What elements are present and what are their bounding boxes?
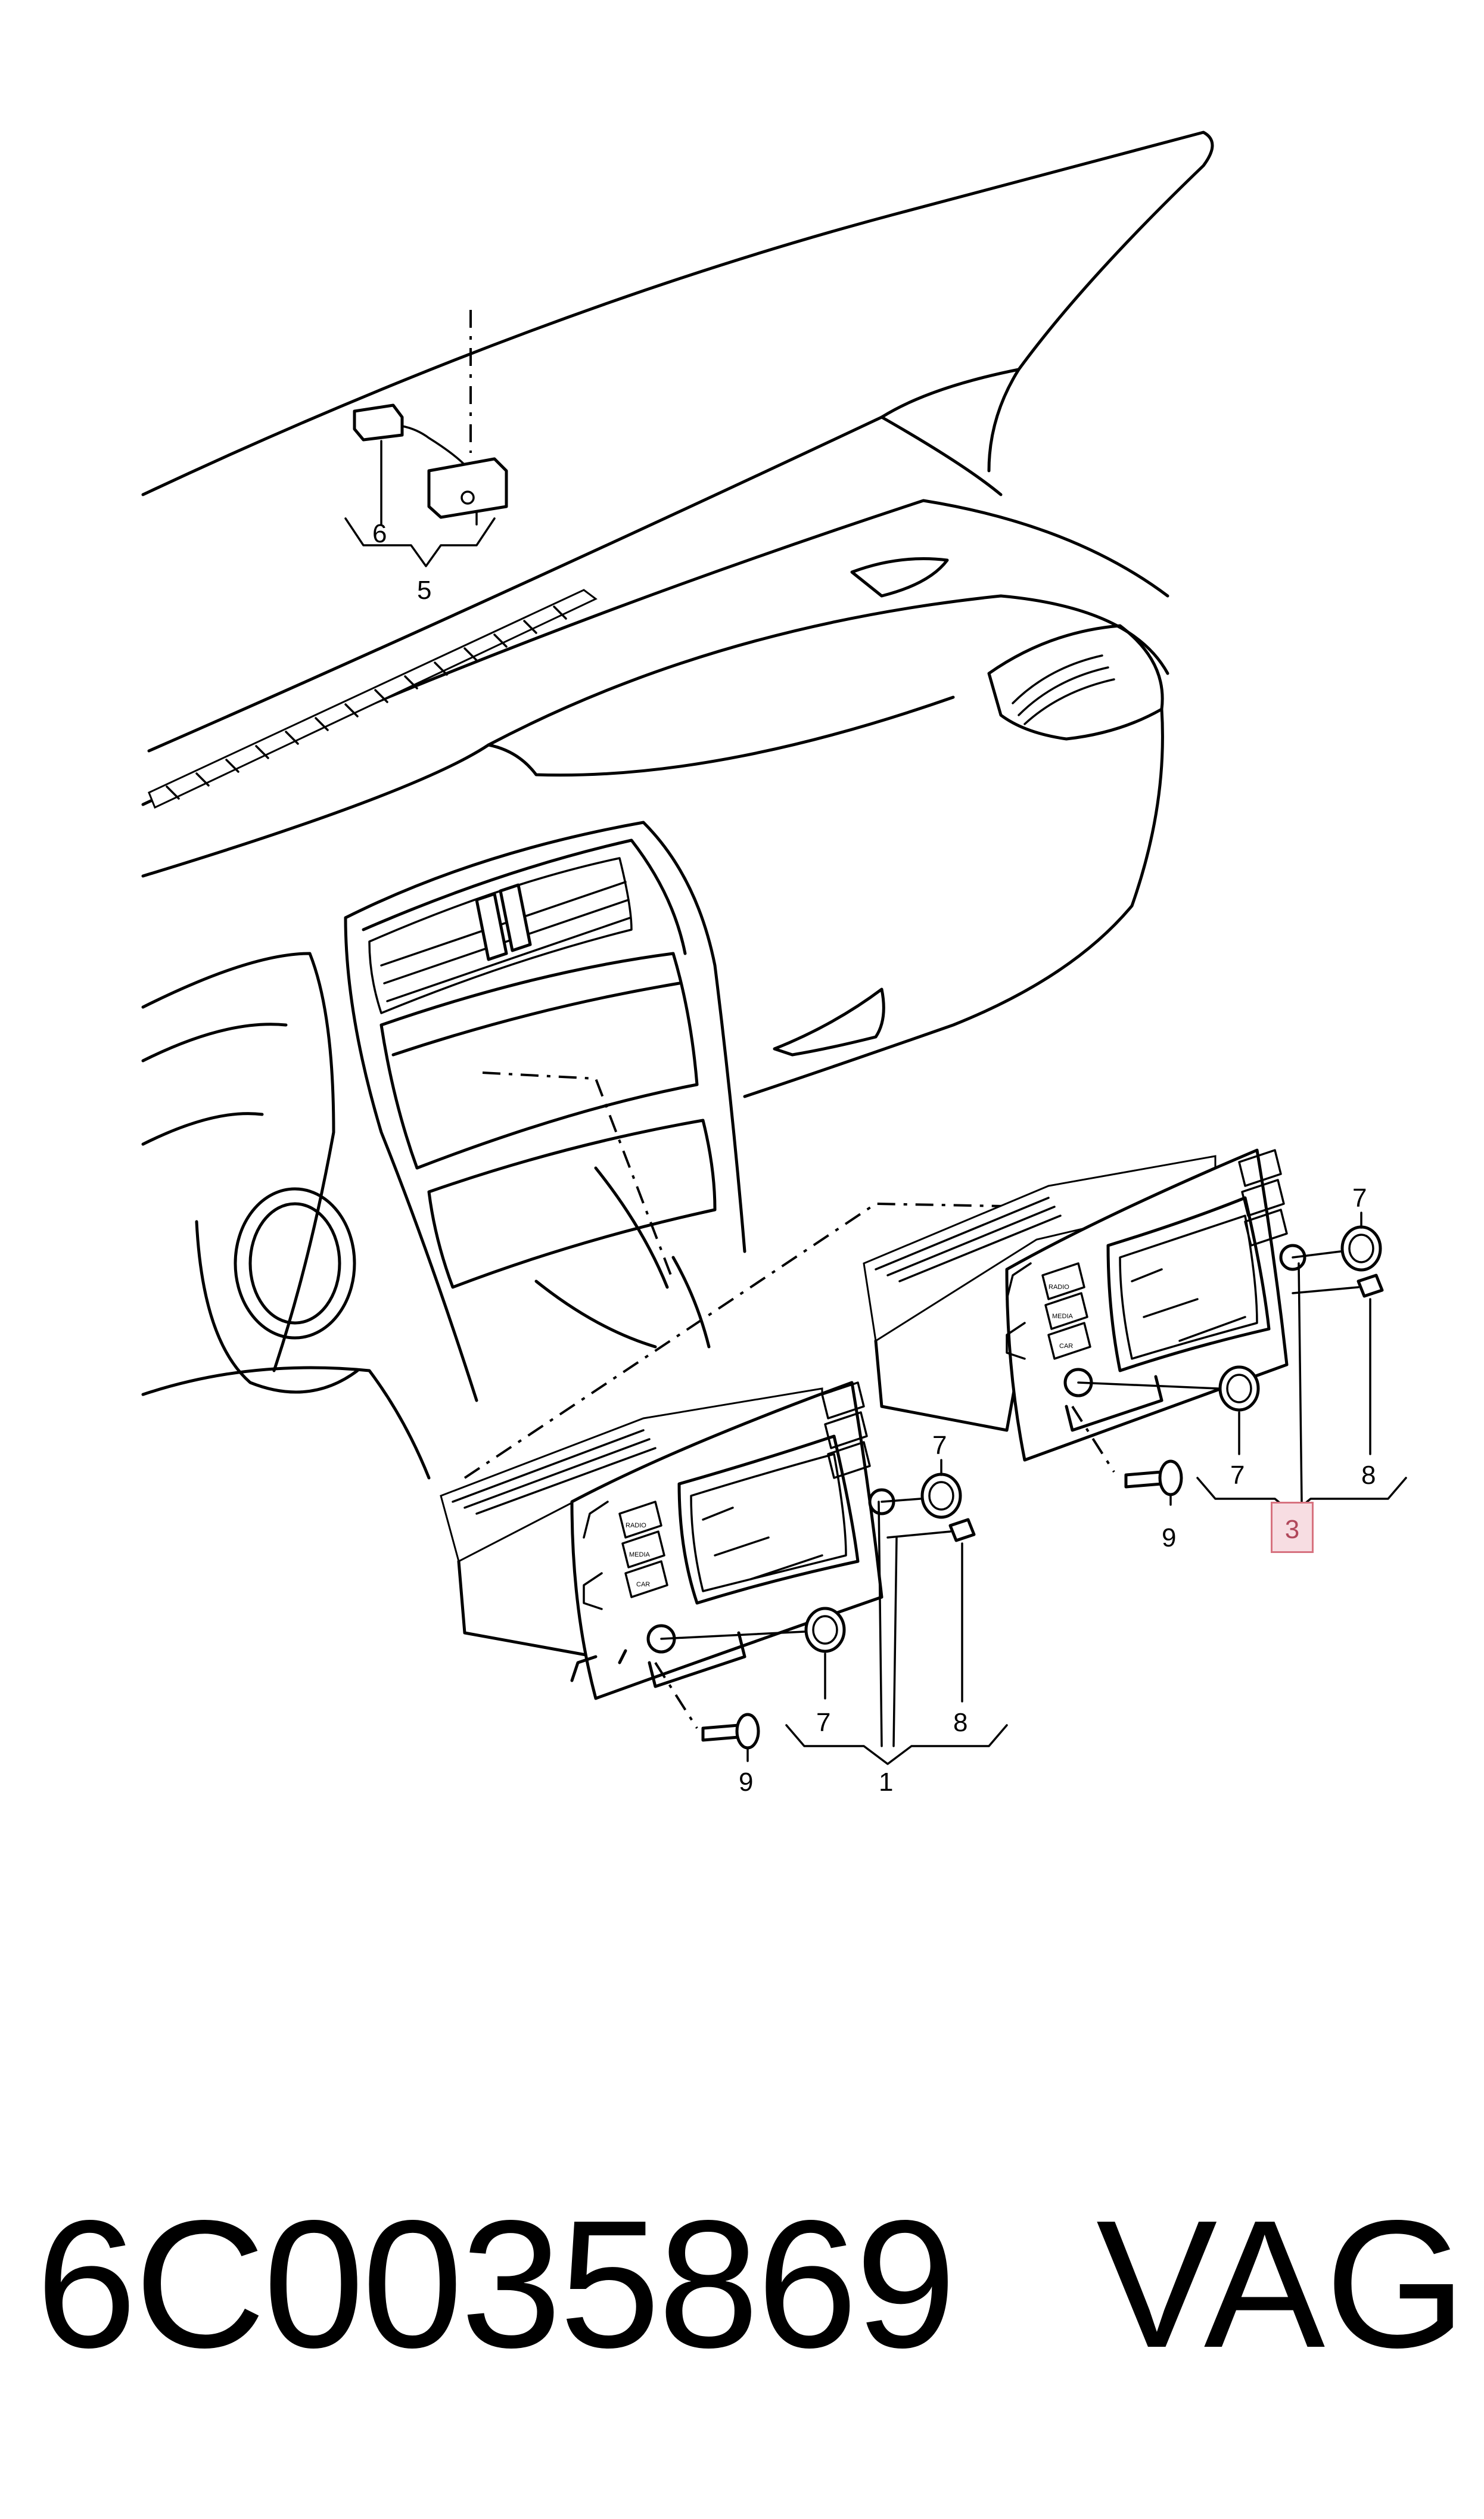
highlight-part-3[interactable]: 3 — [1271, 1502, 1314, 1553]
svg-text:RADIO: RADIO — [626, 1522, 646, 1529]
callout-9b: 9 — [1162, 1523, 1176, 1552]
knob-7b — [804, 1607, 846, 1653]
callout-7c: 7 — [1352, 1184, 1367, 1213]
connector-assembly — [344, 310, 508, 567]
svg-text:CAR: CAR — [1059, 1343, 1073, 1350]
callout-7a: 7 — [932, 1431, 947, 1460]
knob-7a — [920, 1473, 962, 1519]
brand-name: VAG — [1096, 2182, 1467, 2386]
callout-9a: 9 — [739, 1768, 753, 1797]
head-unit-1: RADIO MEDIA CAR — [440, 1381, 895, 1700]
svg-text:CAR: CAR — [636, 1581, 650, 1588]
screw-9a — [701, 1713, 760, 1750]
callout-5: 5 — [417, 576, 431, 605]
callout-8b: 8 — [1361, 1461, 1376, 1490]
callout-3: 3 — [1285, 1515, 1299, 1544]
callout-7b: 7 — [816, 1708, 830, 1737]
small-parts — [654, 1212, 1407, 1765]
svg-text:RADIO: RADIO — [1049, 1284, 1069, 1291]
head-unit-3: RADIO MEDIA CAR — [863, 1148, 1306, 1462]
svg-text:MEDIA: MEDIA — [1052, 1313, 1074, 1320]
svg-text:MEDIA: MEDIA — [629, 1551, 651, 1558]
callout-labels: 6 5 7 7 7 7 8 8 9 9 1 — [372, 519, 1376, 1797]
dashboard-outline — [141, 131, 1214, 1480]
callout-6: 6 — [372, 519, 387, 548]
part-number: 6C0035869 — [36, 2182, 956, 2386]
callout-8a: 8 — [953, 1708, 967, 1737]
callout-7d: 7 — [1230, 1461, 1245, 1490]
knob-7d — [1218, 1365, 1260, 1412]
callout-1: 1 — [879, 1768, 893, 1797]
knob-7c — [1340, 1225, 1382, 1272]
screw-9b — [1124, 1459, 1183, 1496]
